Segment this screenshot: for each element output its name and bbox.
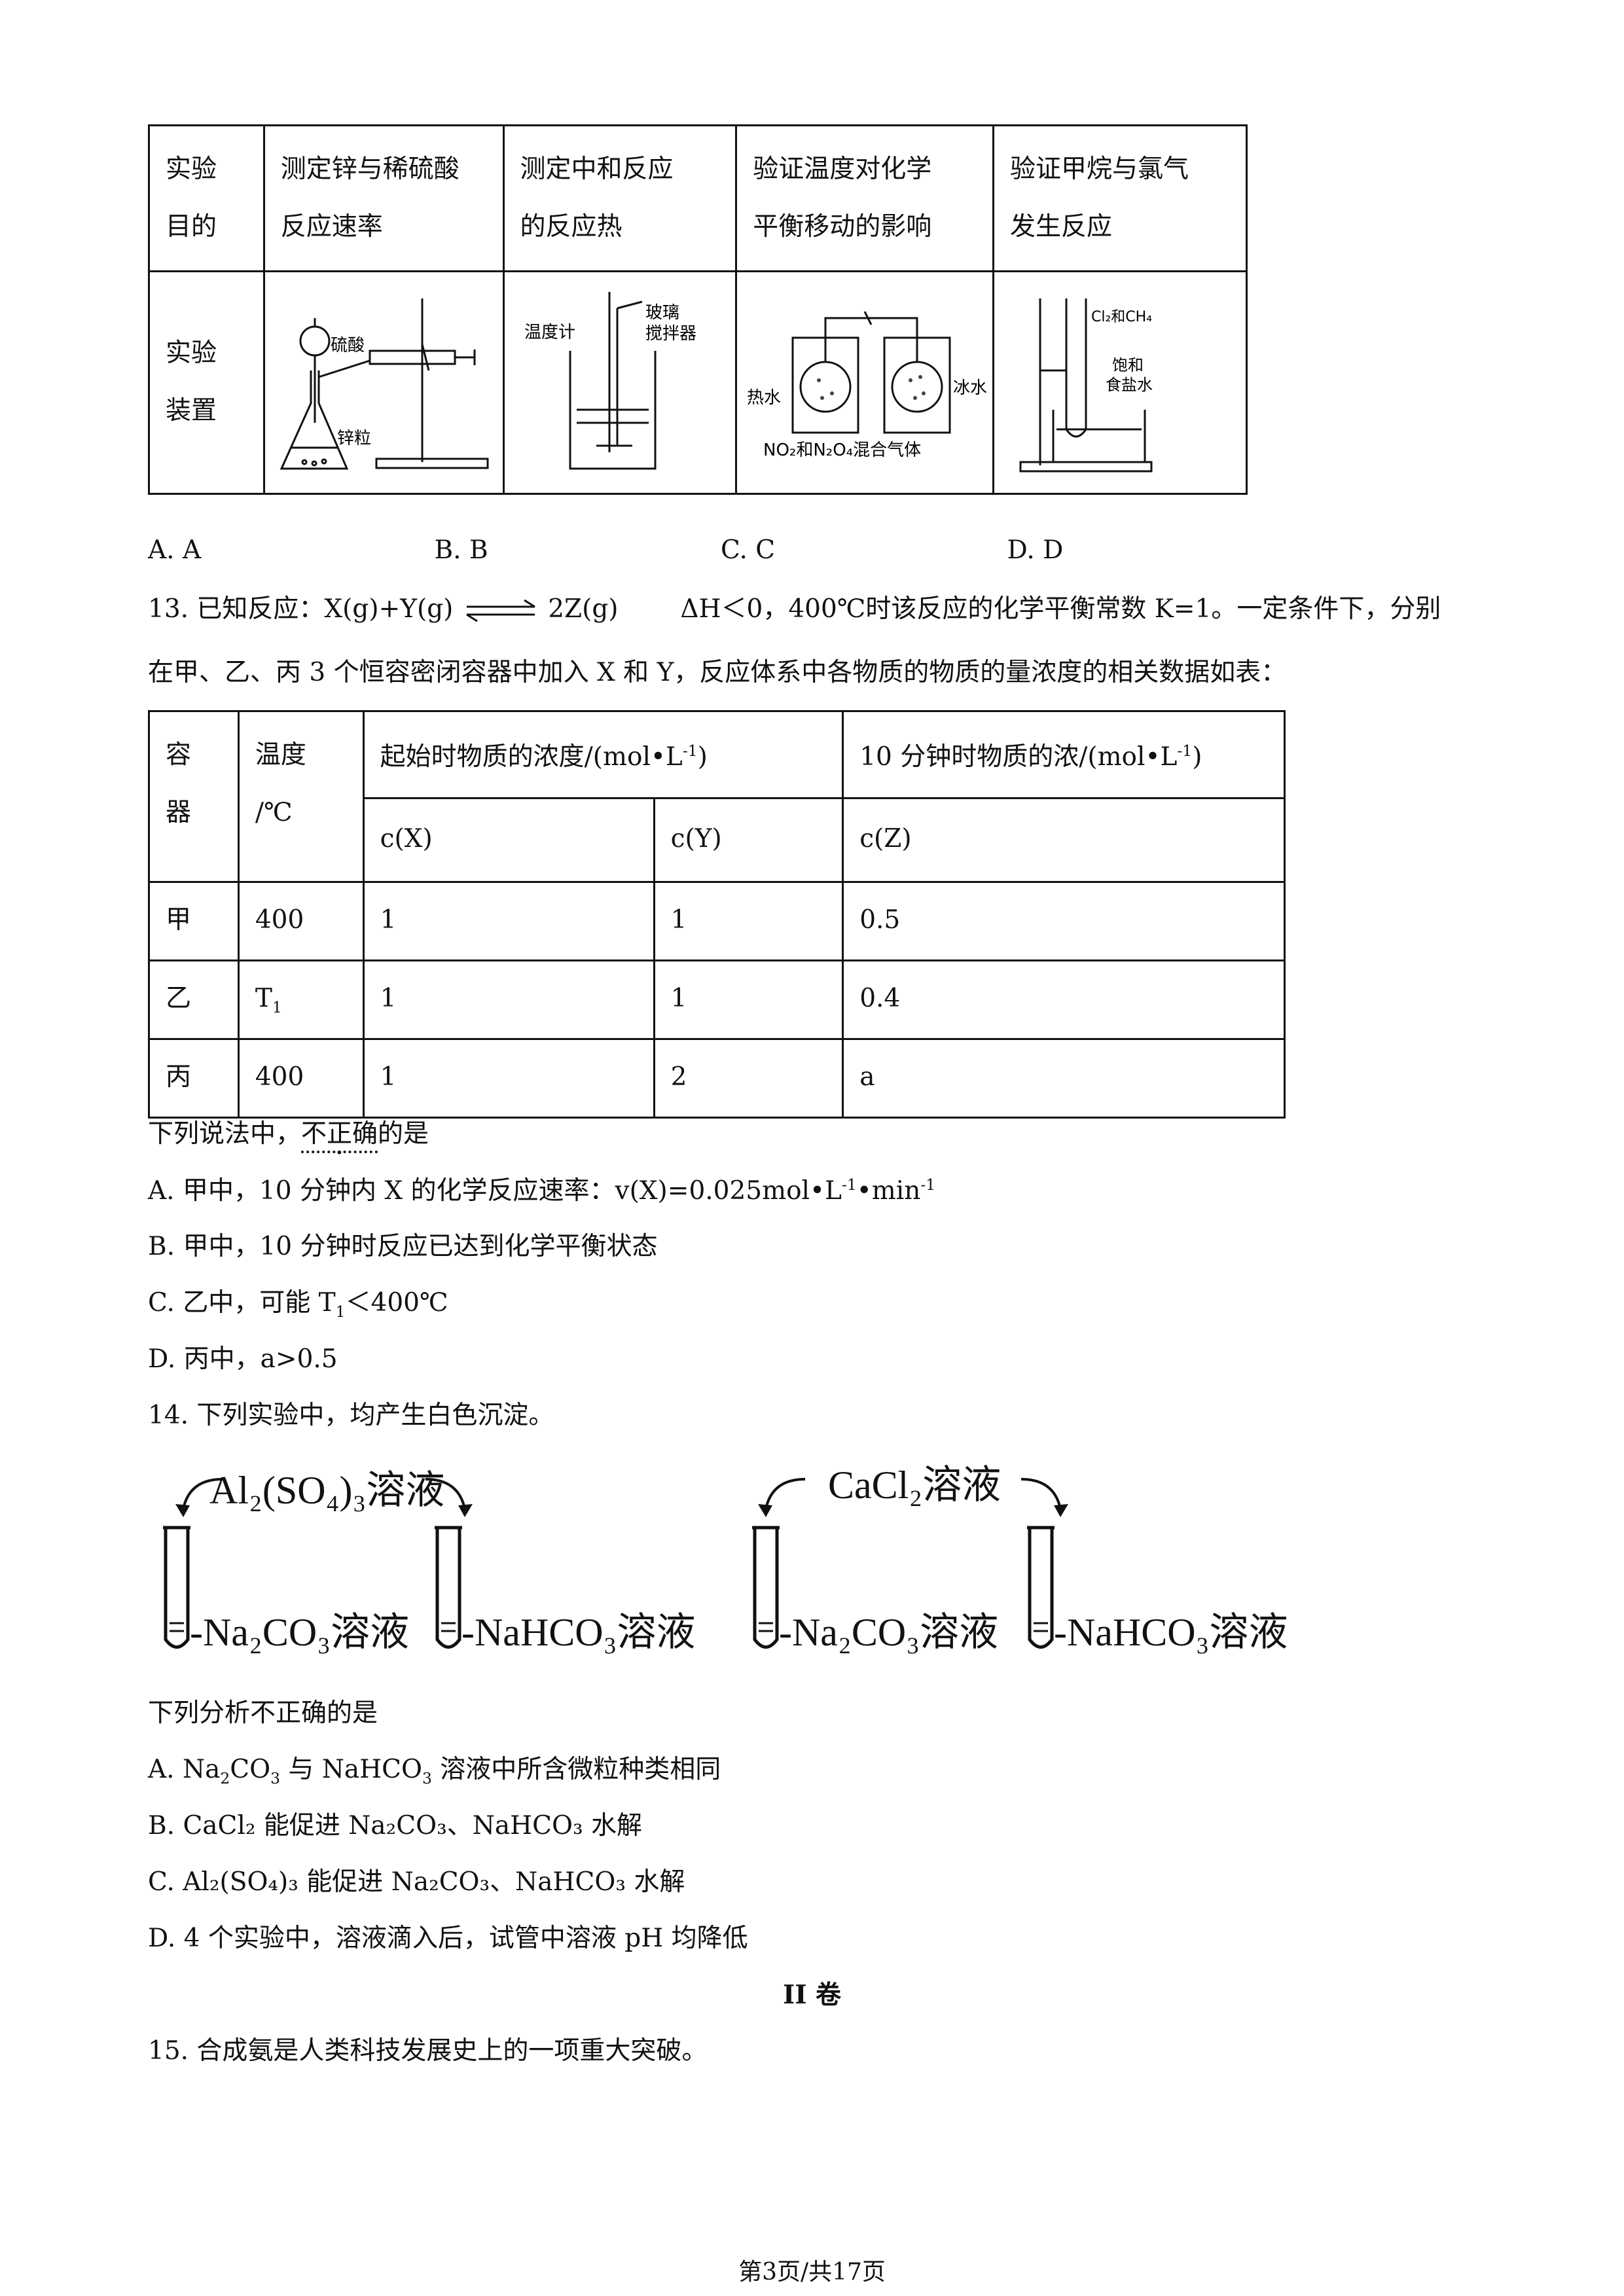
q13-option-b[interactable]: B. 甲中，10 分钟时反应已达到化学平衡状态 <box>148 1232 658 1261</box>
equilibrium-arrow-icon <box>466 599 535 622</box>
header-cy: c(Y) <box>653 797 844 883</box>
q15-title: 15. 合成氨是人类科技发展史上的一项重大突破。 <box>148 2036 708 2066</box>
test-tube-icon <box>435 1526 462 1649</box>
q14-option-a[interactable]: A. Na2CO3 与 NaHCO3 溶液中所含微粒种类相同 <box>148 1755 721 1787</box>
gas-label: Cl₂和CH₄ <box>1091 309 1152 325</box>
test-tube-icon <box>163 1526 190 1649</box>
header-container: 容器 <box>148 710 240 883</box>
acid-label: 硫酸 <box>331 336 365 355</box>
brine-label-2: 食盐水 <box>1106 376 1153 394</box>
test-tube-icon <box>1027 1526 1055 1649</box>
q14-stem: 下列分析不正确的是 <box>148 1698 378 1728</box>
q12-option-d[interactable]: D. D <box>1007 535 1064 565</box>
apparatus-a-cell: 硫酸 锌粒 <box>262 270 505 495</box>
table-row: 甲 400 1 1 0.5 <box>148 881 1286 961</box>
q13-line1: 13. 已知反应：X(g)+Y(g) 2Z(g) ΔH＜0，400℃时该反应的化… <box>148 594 1441 624</box>
header-cx: c(X) <box>362 797 655 883</box>
purpose-cell-d: 验证甲烷与氯气发生反应 <box>992 124 1248 272</box>
page-footer: 第3页/共17页 <box>738 2259 886 2286</box>
q12-option-c[interactable]: C. C <box>721 535 776 565</box>
no2-equilibrium-apparatus: 热水 冰水 NO₂和N₂O₄混合气体 <box>747 311 987 460</box>
thermometer-label: 温度计 <box>524 323 575 342</box>
header-temperature: 温度/℃ <box>237 710 365 883</box>
ice-water-label: 冰水 <box>953 378 987 398</box>
purpose-cell-c: 验证温度对化学平衡移动的影响 <box>735 124 994 272</box>
zinc-acid-apparatus: 硫酸 锌粒 <box>280 298 489 470</box>
al2so43-reagent-label: Al₂(SO₄)₃溶液 <box>209 1469 445 1512</box>
tube-nahco3-label-2: -NaHCO₃溶液 <box>1054 1611 1288 1654</box>
calorimeter-apparatus: 温度计 玻璃 搅拌器 <box>524 292 696 470</box>
q12-option-a[interactable]: A. A <box>148 535 202 565</box>
header-initial-conc: 起始时物质的浓度/(mol•L-1) <box>362 710 844 799</box>
zinc-label: 锌粒 <box>337 429 371 448</box>
q13-option-a[interactable]: A. 甲中，10 分钟内 X 的化学反应速率：v(X)=0.025mol•L-1… <box>148 1175 936 1206</box>
methane-chlorine-apparatus: Cl₂和CH₄ 饱和 食盐水 <box>1019 298 1153 473</box>
purpose-cell-b: 测定中和反应的反应热 <box>502 124 738 272</box>
stirrer-label-1: 玻璃 <box>645 303 679 323</box>
tube-na2co3-label-2: -Na₂CO₃溶液 <box>779 1611 999 1654</box>
hot-water-label: 热水 <box>747 388 781 408</box>
cacl2-reagent-label: CaCl₂溶液 <box>828 1463 1001 1507</box>
apparatus-d-cell: Cl₂和CH₄ 饱和 食盐水 <box>992 270 1248 495</box>
tube-na2co3-label-1: -Na₂CO₃溶液 <box>190 1611 410 1654</box>
tube-nahco3-label-1: -NaHCO₃溶液 <box>461 1611 696 1654</box>
q12-option-b[interactable]: B. B <box>434 535 488 565</box>
concentration-table: 容器 温度/℃ 起始时物质的浓度/(mol•L-1) 10 分钟时物质的浓/(m… <box>148 710 1286 1119</box>
purpose-cell-a: 测定锌与稀硫酸反应速率 <box>262 124 505 272</box>
apparatus-header: 实验装置 <box>148 270 265 495</box>
q12-options: A. A B. B C. C D. D <box>148 535 1293 566</box>
table-row: 丙 400 1 2 a <box>148 1038 1286 1119</box>
curved-arrow-icon <box>425 1478 473 1517</box>
test-tube-icon <box>752 1526 780 1649</box>
q13-option-d[interactable]: D. 丙中，a>0.5 <box>148 1344 338 1374</box>
brine-label-1: 饱和 <box>1112 356 1144 374</box>
experiment-table: 实验目的 测定锌与稀硫酸反应速率 测定中和反应的反应热 验证温度对化学平衡移动的… <box>148 124 1248 495</box>
q13-option-c[interactable]: C. 乙中，可能 T1＜400℃ <box>148 1288 448 1321</box>
apparatus-b-cell: 温度计 玻璃 搅拌器 <box>502 270 738 495</box>
q14-option-d[interactable]: D. 4 个实验中，溶液滴入后，试管中溶液 pH 均降低 <box>148 1924 748 1953</box>
apparatus-c-cell: 热水 冰水 NO₂和N₂O₄混合气体 <box>735 270 994 495</box>
precipitation-figure: Al₂(SO₄)₃溶液 -Na₂CO₃溶液 -NaHCO₃溶液 CaCl₂溶液 <box>151 1453 1290 1676</box>
table-row: 乙 T1 1 1 0.4 <box>148 960 1286 1040</box>
header-cz: c(Z) <box>842 797 1286 883</box>
q14-option-b[interactable]: B. CaCl₂ 能促进 Na₂CO₃、NaHCO₃ 水解 <box>148 1811 642 1840</box>
curved-arrow-icon <box>175 1478 223 1517</box>
q13-stem: 下列说法中，不正确的是 <box>148 1119 429 1150</box>
q14-option-c[interactable]: C. Al₂(SO₄)₃ 能促进 Na₂CO₃、NaHCO₃ 水解 <box>148 1867 685 1897</box>
curved-arrow-icon <box>758 1478 806 1517</box>
header-ten-min-conc: 10 分钟时物质的浓/(mol•L-1) <box>842 710 1286 799</box>
purpose-header: 实验目的 <box>148 124 265 272</box>
q13-line2: 在甲、乙、丙 3 个恒容密闭容器中加入 X 和 Y，反应体系中各物质的物质的量浓… <box>148 658 1287 687</box>
gas-mixture-label: NO₂和N₂O₄混合气体 <box>763 440 921 460</box>
stirrer-label-2: 搅拌器 <box>645 324 696 344</box>
q14-title: 14. 下列实验中，均产生白色沉淀。 <box>148 1401 554 1430</box>
curved-arrow-icon <box>1020 1478 1068 1517</box>
section-heading: II 卷 <box>782 1980 842 2010</box>
